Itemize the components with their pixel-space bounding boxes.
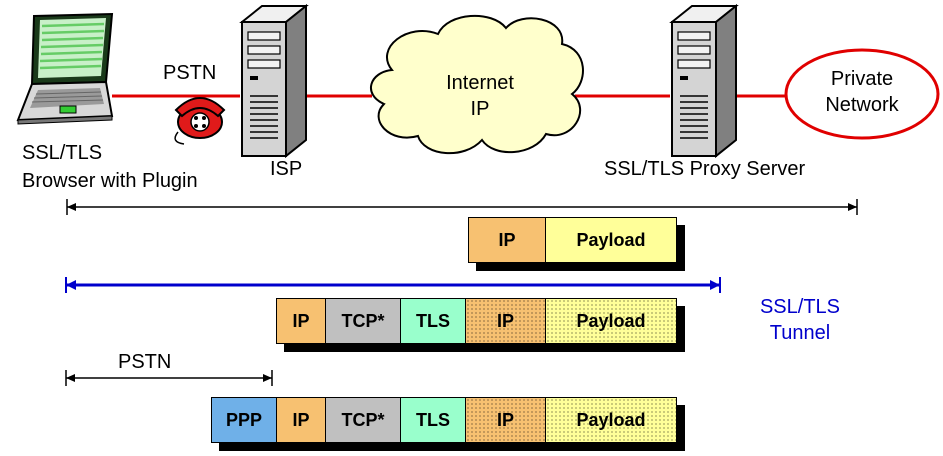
packet-tcp: TCP*: [325, 298, 401, 344]
packet-ip-outer: IP: [276, 397, 326, 443]
tunnel-label-line2: Tunnel: [769, 322, 831, 344]
isp-server-icon: [239, 3, 309, 159]
packet-ip-inner: IP: [465, 298, 546, 344]
laptop-icon: [16, 12, 114, 125]
private-network-ellipse: [784, 48, 940, 140]
packet-ip: IP: [468, 217, 546, 263]
packet-tls: TLS: [400, 397, 466, 443]
cloud-label-line2: IP: [470, 98, 490, 120]
packet-tcp: TCP*: [325, 397, 401, 443]
client-label-line2: Browser with Plugin: [22, 170, 198, 192]
private-network-label-line2: Network: [825, 94, 899, 116]
tunnel-label-line1: SSL/TLS: [759, 296, 841, 318]
proxy-label: SSL/TLS Proxy Server: [604, 158, 806, 180]
packet-ip-outer: IP: [276, 298, 326, 344]
isp-label: ISP: [270, 158, 303, 180]
tunnel-arrow: [65, 277, 721, 293]
packet-payload: Payload: [545, 397, 677, 443]
telephone-icon: [174, 97, 226, 145]
pstn-arrow: [65, 370, 273, 386]
packet-payload: Payload: [545, 298, 677, 344]
packet-ip-inner: IP: [465, 397, 546, 443]
proxy-server-icon: [669, 3, 739, 159]
private-network-label-line1: Private: [830, 68, 894, 90]
packet-tls: TLS: [400, 298, 466, 344]
end-to-end-arrow: [66, 199, 858, 215]
internet-cloud-icon: [370, 15, 584, 154]
cloud-label-line1: Internet: [446, 72, 514, 94]
client-label-line1: SSL/TLS: [22, 142, 103, 164]
pstn-bottom-label: PSTN: [118, 351, 172, 373]
packet-payload: Payload: [545, 217, 677, 263]
pstn-top-label: PSTN: [163, 62, 217, 84]
packet-ppp: PPP: [211, 397, 277, 443]
